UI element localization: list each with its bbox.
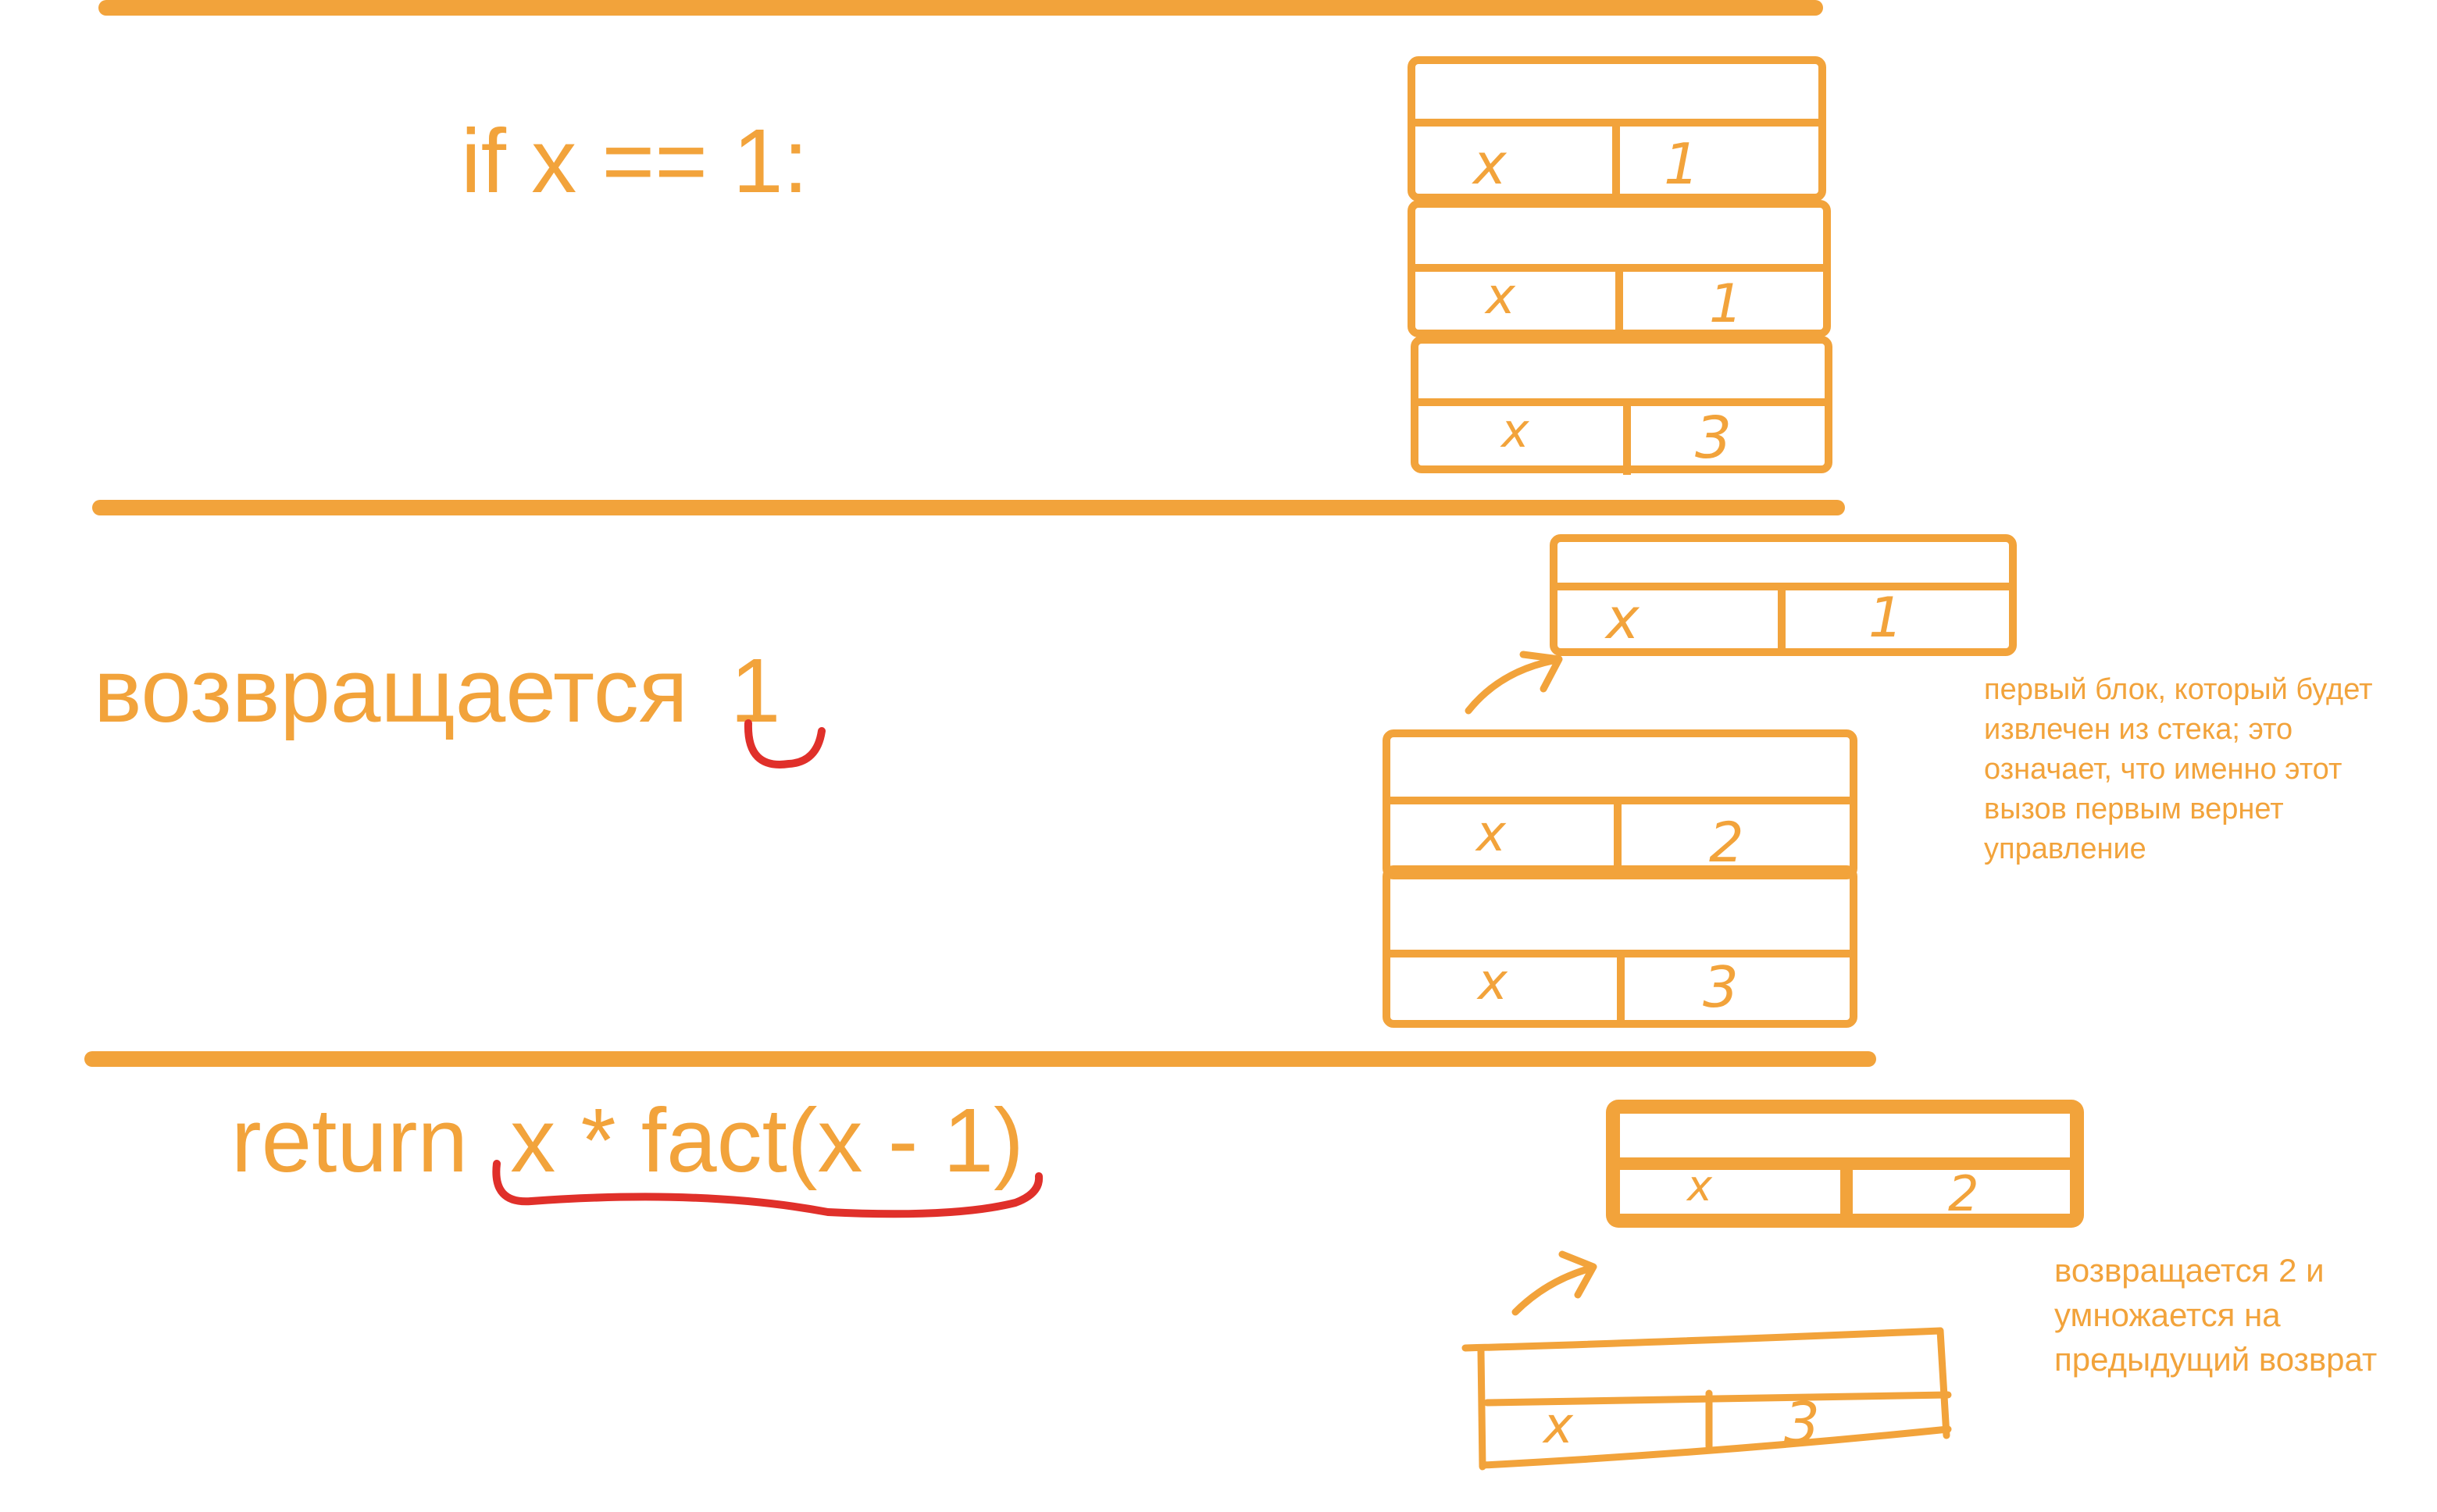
code-returns-text: возвращается 1 [94,645,780,736]
sketchy-stack-frame [1461,1327,1952,1471]
frame-cell-divider [1778,587,1786,656]
frame-cell-divider [1840,1165,1853,1220]
frame-header-rule [1415,119,1818,127]
stack-frame: x 1 [1408,200,1831,339]
frame-header-rule [1620,1157,2070,1170]
divider-middle [92,500,1845,515]
stack-frame: x 3 [1383,865,1857,1028]
frame-value-label: 3 [1695,405,1732,472]
stack-frame: x 2 [1383,729,1857,879]
pop-arrow-icon [1465,657,1557,715]
frame-header-rule [1557,583,2009,590]
divider-bottom [84,1051,1876,1067]
stack-frame: x 3 [1411,336,1832,475]
frame-var-label: x [1473,131,1507,197]
frame-value-label: 3 [1703,954,1739,1020]
frame-var-label: x [1501,404,1529,458]
frame-var-label: x [1543,1397,1573,1455]
code-return-expression: return x * fact(x - 1) [231,1095,1024,1186]
frame-cell-divider [1614,801,1622,879]
frame-var-label: x [1476,805,1506,863]
frame-value-label: 1 [1868,586,1904,650]
frame-value-label: 2 [1948,1165,1979,1222]
frame-header-rule [1418,398,1825,406]
frame-cell-divider [1612,123,1620,201]
frame-value-label: 2 [1709,811,1744,875]
popped-stack-frame: x 2 [1606,1100,2084,1228]
code-if-condition: if x == 1: [461,110,808,212]
frame-var-label: x [1478,954,1508,1011]
code-returns-label: возвращается [94,640,688,741]
divider-top [98,0,1823,16]
frame-var-label: x [1606,586,1640,651]
pop-arrow-icon [1511,1264,1594,1316]
frame-header-rule [1390,950,1850,957]
code-recursive-expr: x * fact(x - 1) [510,1089,1024,1191]
frame-value-label: 1 [1709,273,1743,335]
frame-var-label: x [1687,1161,1712,1211]
code-return-keyword: return [231,1089,469,1191]
stack-frame: x 1 [1408,56,1826,201]
frame-cell-divider [1615,269,1623,339]
frame-cell-divider [1623,403,1631,475]
popped-stack-frame: x 1 [1550,534,2017,656]
note-first-popped: первый блок, который будет извлечен из с… [1984,673,2373,865]
frame-var-label: x [1486,268,1515,326]
frame-cell-divider [1617,954,1625,1028]
note-multiply-return: возвращается 2 и умножается на предыдущи… [2054,1252,2378,1378]
frame-value-label: 1 [1664,131,1700,197]
frame-header-rule [1415,264,1823,272]
frame-header-rule [1390,797,1850,804]
frame-value-label: 3 [1784,1390,1820,1456]
code-return-value: 1 [730,640,781,741]
